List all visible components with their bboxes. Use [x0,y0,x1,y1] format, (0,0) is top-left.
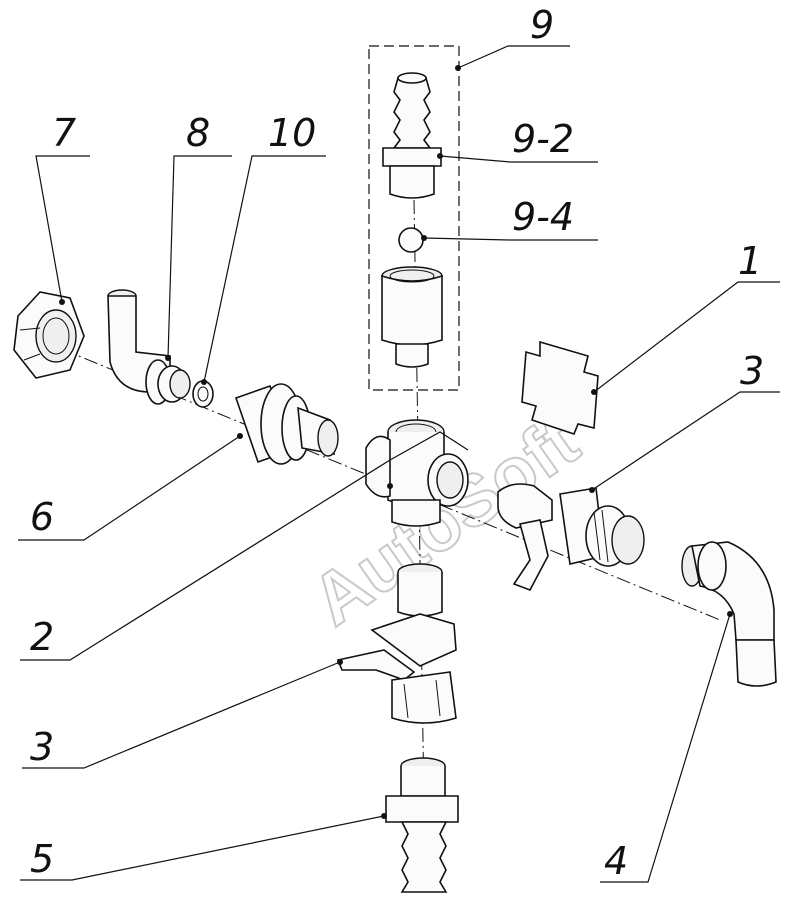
callout-3-bottom: 3 [30,725,54,769]
callout-6: 6 [30,495,54,539]
callout-1: 1 [738,239,762,283]
kit-9-frame [368,45,460,391]
washer-10 [192,380,214,408]
callout-8: 8 [186,111,210,155]
threaded-nipple-6 [234,383,339,465]
leader-lines [18,45,780,883]
hose-barb-fitting-9-2 [382,72,442,199]
cross-tee-2 [365,419,469,527]
valve-body-9 [381,266,443,368]
ball-valve-3-bottom [336,563,457,724]
plate-1 [521,340,599,435]
callout-2: 2 [30,615,54,659]
callout-10: 10 [268,111,316,155]
ball-9-4 [398,227,424,253]
ball-valve-3-right [497,483,645,591]
elbow-fitting-8 [107,289,191,405]
leader-dots [59,65,733,819]
union-nut-7 [13,291,85,379]
callout-7: 7 [52,111,76,155]
callout-9-2: 9-2 [512,117,574,161]
callout-3-right: 3 [740,349,764,393]
callout-4: 4 [604,839,628,883]
callout-9: 9 [530,3,554,47]
callout-9-4: 9-4 [512,195,574,239]
callout-5: 5 [30,837,54,881]
hose-barb-5 [385,757,459,893]
elbow-4 [681,541,777,687]
